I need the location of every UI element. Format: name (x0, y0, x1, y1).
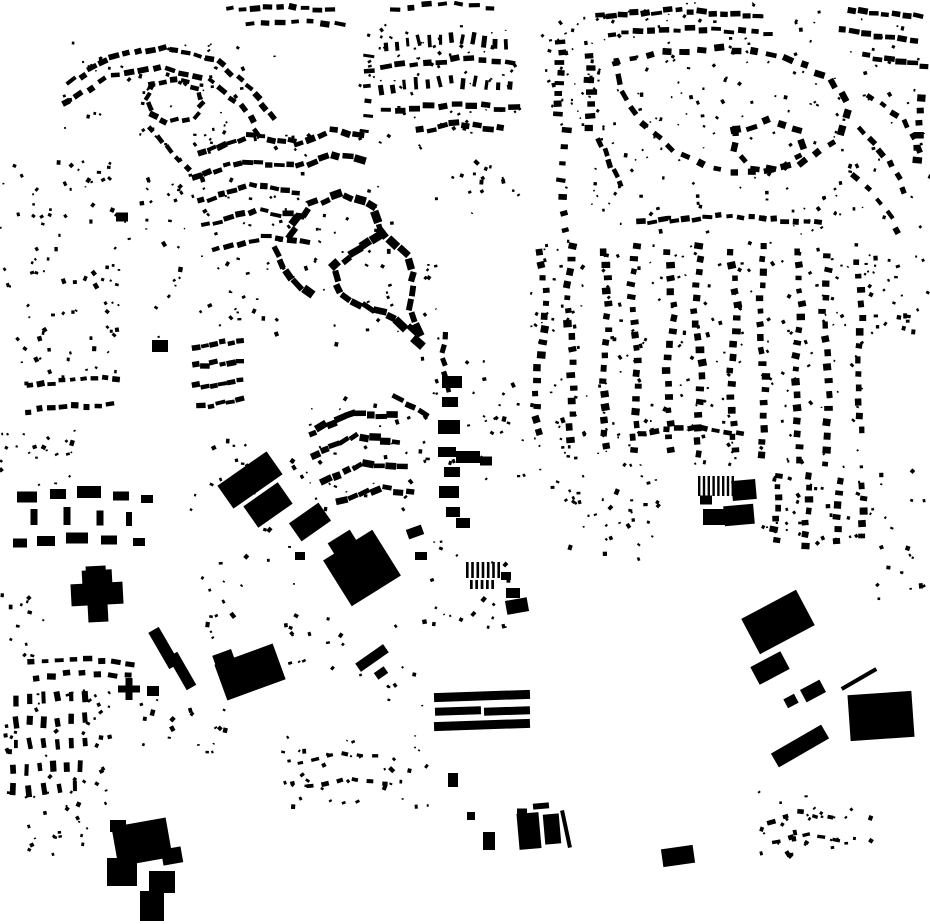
figure-ground-map (0, 0, 930, 921)
building-footprints-svg (0, 0, 930, 921)
